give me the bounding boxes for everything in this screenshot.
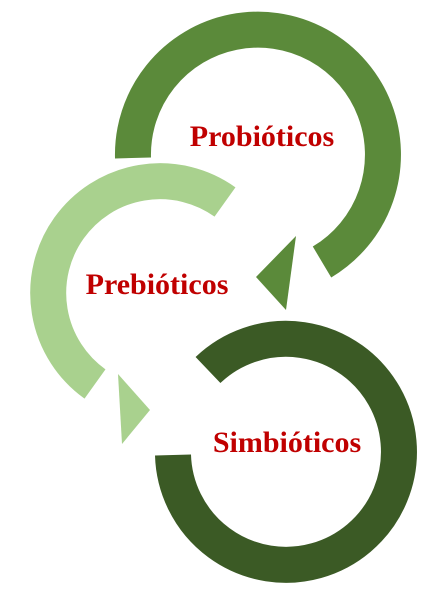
label-prebioticos: Prebióticos — [86, 268, 229, 301]
prebioticos-arrow — [30, 163, 236, 444]
probioticos-arrowhead — [256, 236, 296, 310]
prebioticos-arrowhead — [118, 374, 150, 444]
probioticos-arc — [114, 11, 401, 278]
simbioticos-arc — [155, 320, 417, 583]
prebioticos-arc — [30, 163, 236, 399]
label-probioticos: Probióticos — [190, 120, 334, 153]
probioticos-arrow — [114, 11, 401, 310]
simbioticos-ring — [155, 320, 417, 583]
label-simbioticos: Simbióticos — [213, 426, 361, 459]
